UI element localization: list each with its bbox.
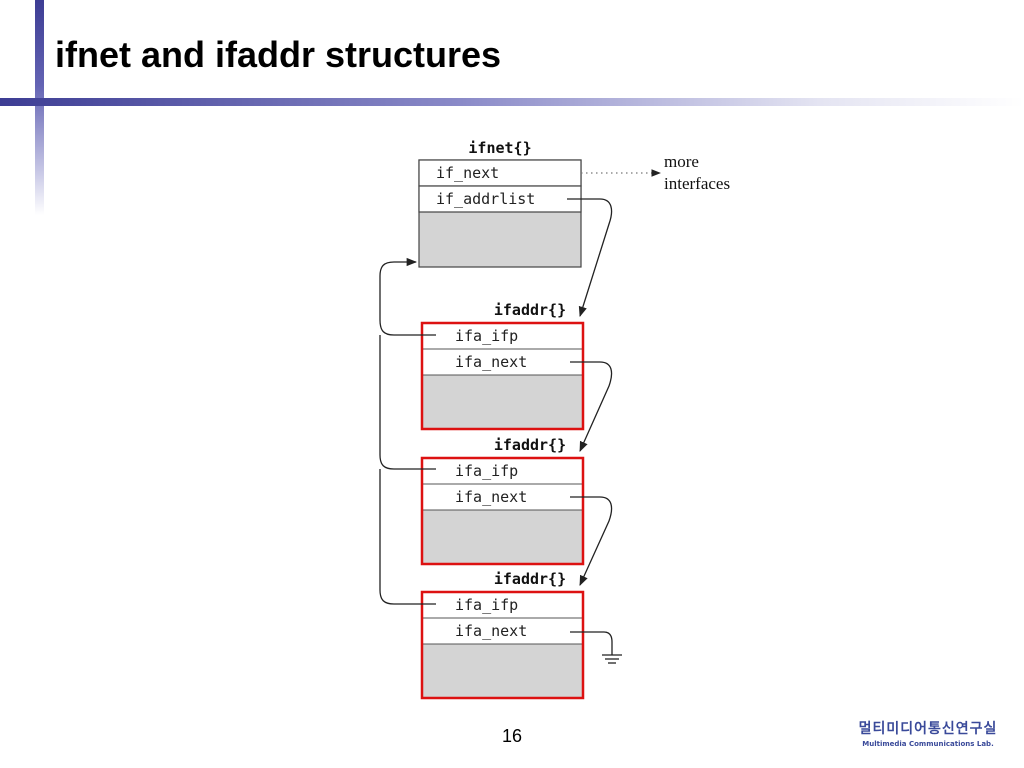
ifaddr-3-highlight-border — [420, 590, 585, 700]
ifaddr-struct-2: ifaddr{} ifa_ifp ifa_next — [420, 436, 585, 566]
ifnet-struct: ifnet{} if_next if_addrlist — [418, 139, 582, 268]
ifaddr-1-ifa-next-label: ifa_next — [455, 353, 527, 371]
ifaddr-struct-1: ifaddr{} ifa_ifp ifa_next — [420, 301, 585, 431]
ifaddr-3-label: ifaddr{} — [494, 570, 566, 588]
ifaddr-2-ifp-back-pointer-line — [379, 335, 436, 470]
more-interfaces-label-line1: more — [664, 152, 699, 171]
ifaddr-1-field-ifa-next — [421, 348, 584, 376]
ifaddr-1-highlight-border — [420, 321, 585, 431]
ifaddr-2-ifa-next-label: ifa_next — [455, 488, 527, 506]
ifnet-field-if-next — [418, 159, 582, 187]
page-number: 16 — [501, 726, 523, 746]
lab-logo: 멀티미디어통신연구실 Multimedia Communications Lab… — [848, 718, 1008, 748]
title-accent-vertical-bar — [35, 0, 44, 215]
ifaddr-struct-3: ifaddr{} ifa_ifp ifa_next — [420, 570, 585, 700]
ifaddr-2-label: ifaddr{} — [494, 436, 566, 454]
ifaddr-3-field-ifa-next — [421, 617, 584, 645]
lab-name-korean: 멀티미디어통신연구실 — [858, 721, 998, 737]
ifnet-field-if-addrlist — [418, 185, 582, 213]
ifaddr-3-ifa-next-label: ifa_next — [455, 622, 527, 640]
ifaddr-1-next-pointer-arrow — [570, 361, 613, 452]
ifaddr-1-label: ifaddr{} — [494, 301, 566, 319]
title-underline-bar — [0, 98, 1024, 106]
ifaddr-3-ifa-ifp-label: ifa_ifp — [455, 596, 518, 614]
more-interfaces-label-line2: interfaces — [664, 174, 730, 193]
ifaddr-1-ifp-back-pointer-arrow — [379, 257, 436, 336]
ifaddr-1-ifa-ifp-label: ifa_ifp — [455, 327, 518, 345]
ifaddr-2-next-pointer-arrow — [570, 496, 613, 586]
ifnet-label: ifnet{} — [468, 139, 531, 157]
ifnet-if-addrlist-label: if_addrlist — [436, 190, 535, 208]
if-addrlist-pointer-arrow — [567, 198, 613, 317]
ifnet-if-next-label: if_next — [436, 164, 499, 182]
ifaddr-2-highlight-border — [420, 456, 585, 566]
ifaddr-3-ifp-back-pointer-line — [379, 469, 436, 605]
slide-title: ifnet and ifaddr structures — [55, 34, 502, 75]
null-ground-icon — [570, 631, 622, 664]
lab-name-english: Multimedia Communications Lab. — [862, 740, 994, 748]
ifaddr-2-ifa-ifp-label: ifa_ifp — [455, 462, 518, 480]
